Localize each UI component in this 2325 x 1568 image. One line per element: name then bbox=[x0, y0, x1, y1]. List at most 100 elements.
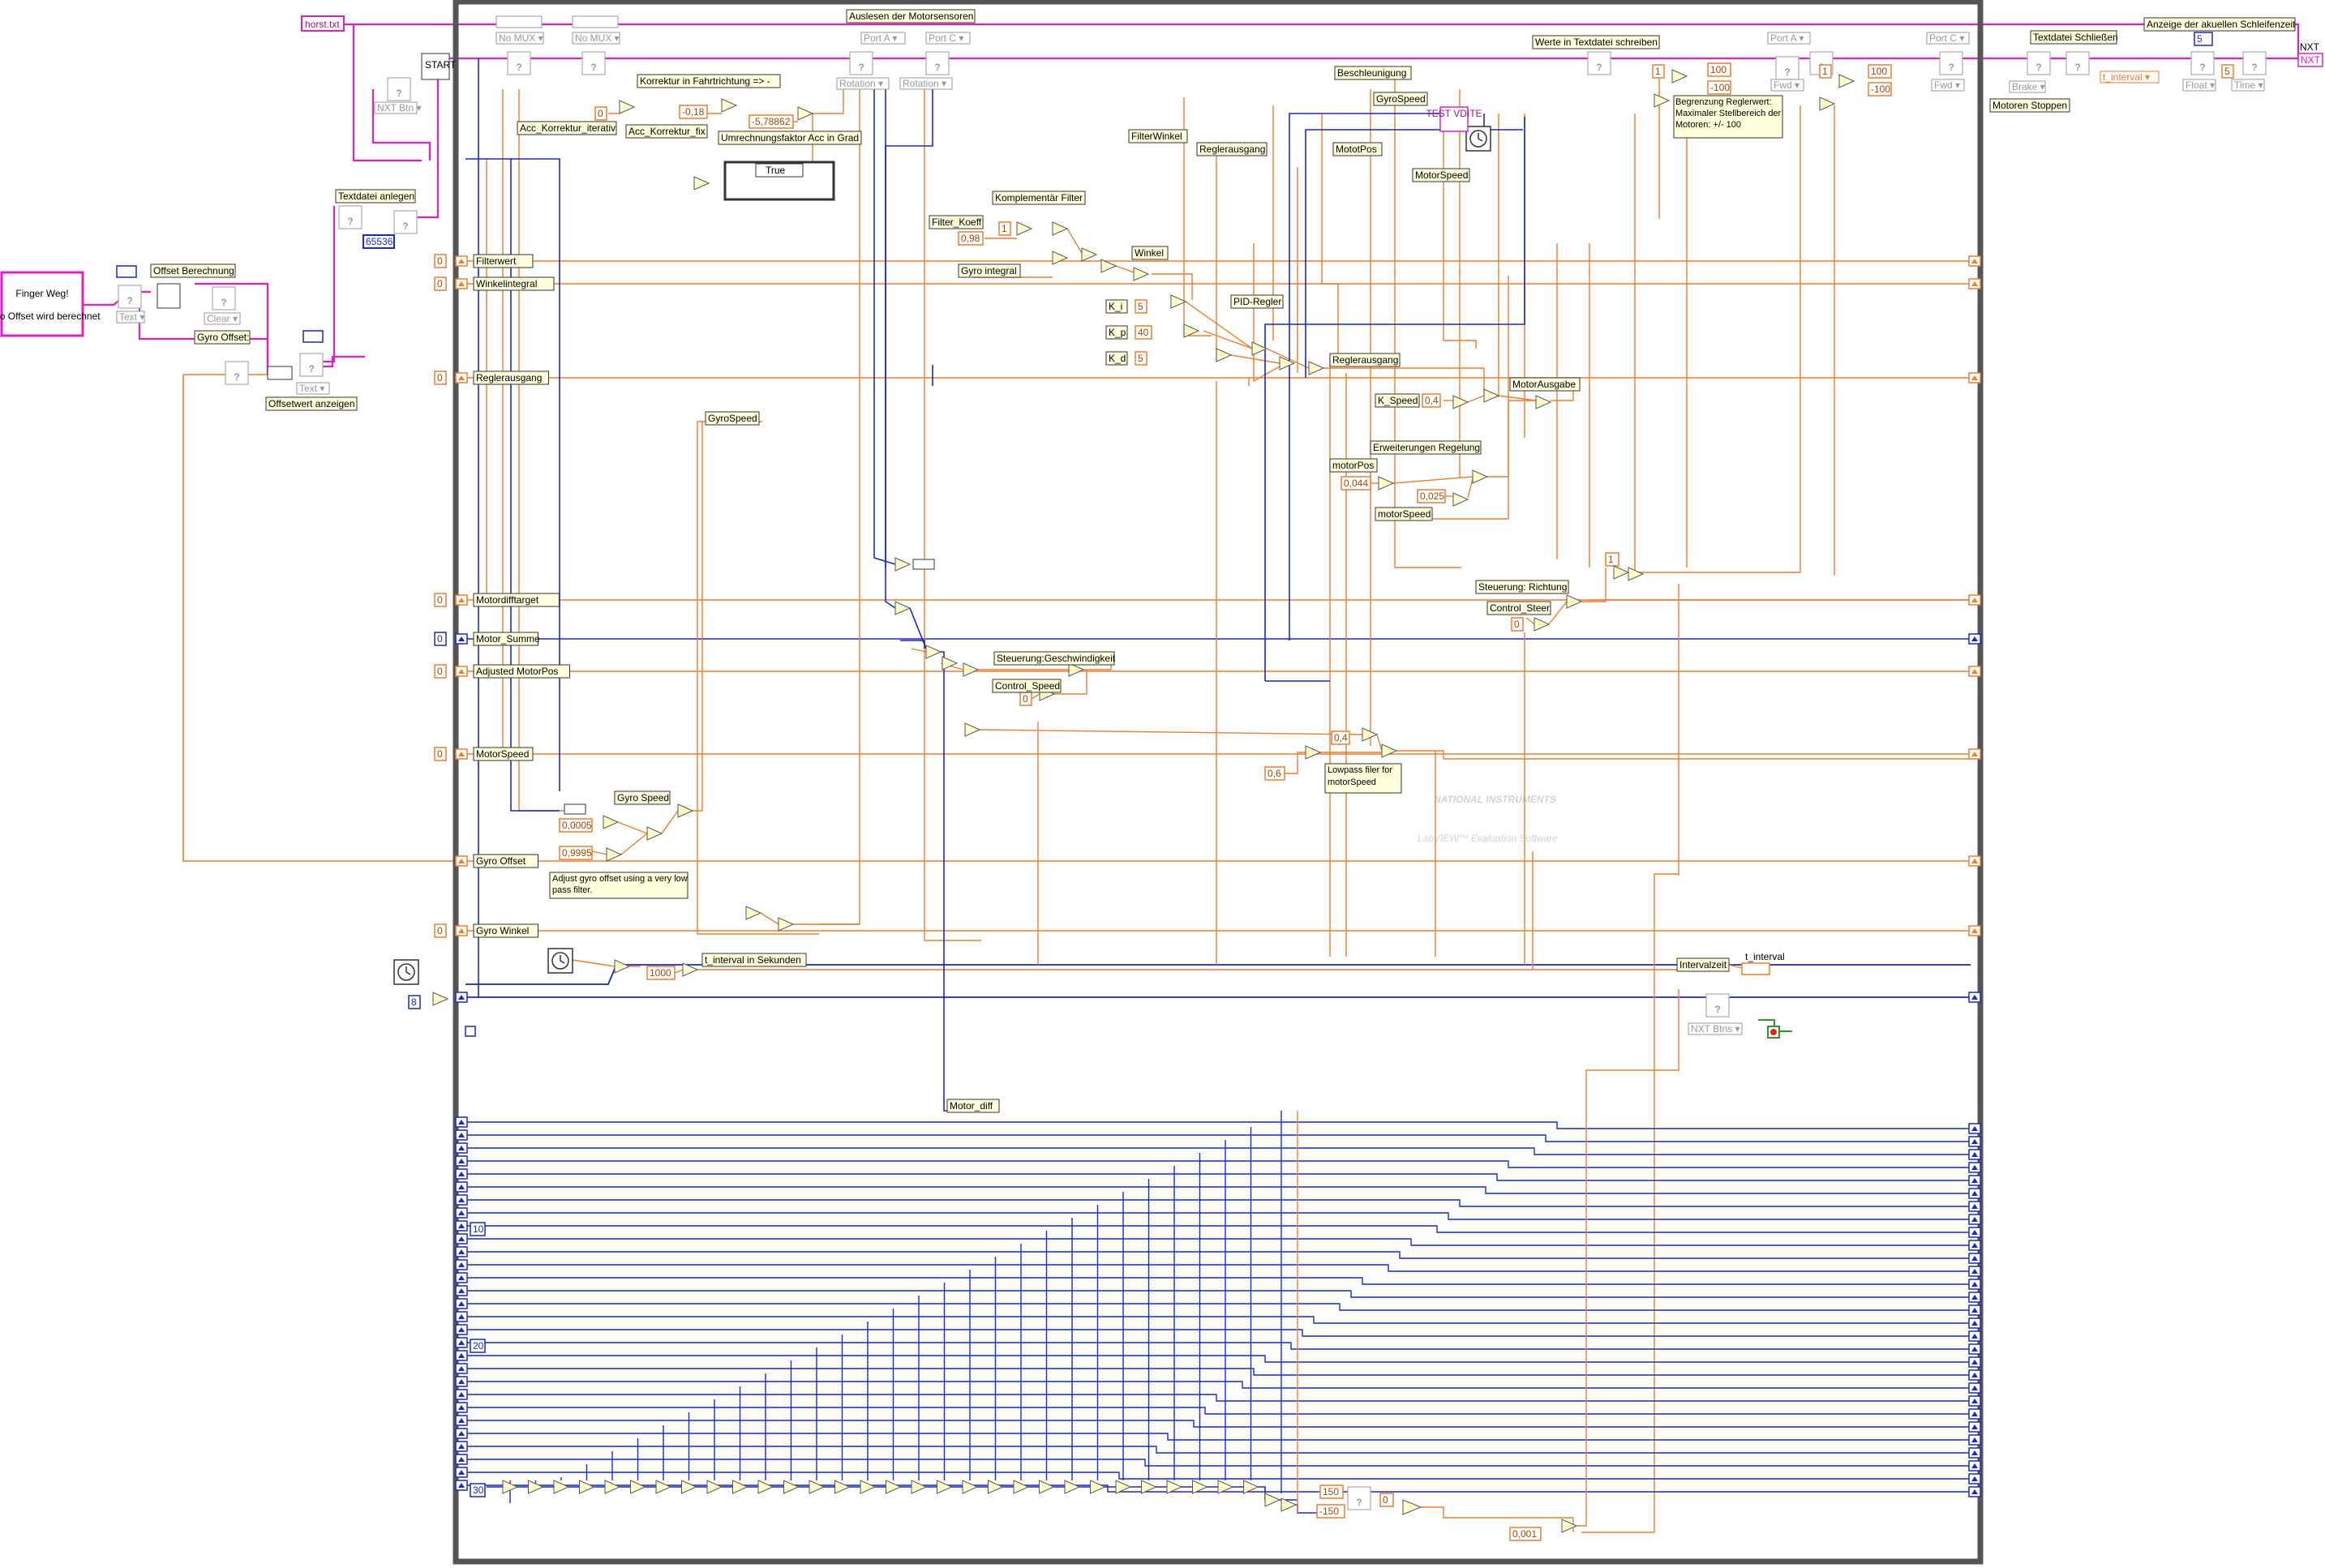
k-d-label bbox=[1105, 351, 1128, 366]
add-node bbox=[937, 1480, 953, 1494]
numeric-constant bbox=[116, 265, 137, 278]
wires bbox=[83, 23, 2300, 1533]
bus-wire bbox=[465, 1238, 1971, 1246]
shift-register-left-arrow bbox=[458, 928, 465, 933]
file-name-constant[interactable] bbox=[301, 15, 345, 32]
shift-register-left-arrow bbox=[458, 1133, 465, 1137]
shift-register-right-arrow bbox=[1971, 995, 1978, 1000]
orange-wire bbox=[1396, 750, 1971, 760]
top-labels: Auslesen der Motorsensoren Korrektur in … bbox=[517, 9, 2320, 182]
motorausgabe-label bbox=[1509, 377, 1581, 392]
nxt-btn-ring-label: NXT Btn ▾ bbox=[377, 102, 422, 114]
test-vdite-node[interactable] bbox=[1439, 106, 1469, 132]
orange-wire bbox=[1230, 354, 1280, 364]
umrechnung-label bbox=[718, 131, 862, 145]
constant-value: -0,18 bbox=[682, 106, 705, 118]
constant-value: -100 bbox=[1710, 82, 1730, 93]
blue-wire bbox=[885, 89, 933, 568]
winkel-label bbox=[1131, 246, 1169, 260]
svg-text:Offset Berechnung: Offset Berechnung bbox=[153, 265, 234, 276]
orange-wire bbox=[1376, 734, 1383, 752]
timer-icon-face bbox=[551, 952, 569, 970]
shift-register-left-arrow bbox=[458, 1483, 465, 1488]
multiply-node bbox=[1183, 323, 1200, 338]
add-node bbox=[1819, 96, 1836, 111]
bus-wire bbox=[465, 1264, 1971, 1272]
svg-text:Steuerung: Richtung: Steuerung: Richtung bbox=[1478, 581, 1567, 593]
shift-register-init bbox=[434, 923, 447, 938]
file-ref-wire bbox=[352, 24, 422, 162]
constant-65536[interactable] bbox=[362, 234, 395, 249]
orange-wire bbox=[693, 422, 703, 812]
constant bbox=[1422, 393, 1441, 408]
orange-wire bbox=[1548, 601, 1568, 625]
add-node bbox=[834, 1480, 851, 1494]
bus-wire bbox=[465, 1121, 1971, 1129]
komplementaer-label bbox=[992, 191, 1086, 205]
start-node[interactable] bbox=[421, 53, 450, 80]
clear-ring-label: Clear ▾ bbox=[207, 313, 238, 324]
shift-register-right-arrow bbox=[1971, 1386, 1978, 1390]
constant-value: 150 bbox=[1323, 1486, 1339, 1497]
missing-vi-icon bbox=[1347, 1486, 1371, 1510]
constant-value: 0,001 bbox=[1512, 1528, 1537, 1540]
nxt-constant bbox=[2297, 53, 2323, 67]
missing-vi-icon bbox=[1705, 993, 1730, 1017]
constant-value: 0,6 bbox=[1268, 768, 1281, 779]
constant-value: 0,4 bbox=[1425, 395, 1439, 406]
svg-text:Umrechnungsfaktor Acc in Grad: Umrechnungsfaktor Acc in Grad bbox=[721, 132, 859, 144]
svg-text:Textdatei Schließen: Textdatei Schließen bbox=[2033, 32, 2118, 43]
timer-icon-face bbox=[397, 963, 415, 981]
shift-register-left-arrow bbox=[458, 1457, 465, 1462]
add-node bbox=[809, 1480, 826, 1494]
watermark-brand: NATIONAL INSTRUMENTS bbox=[1434, 794, 1556, 805]
orange-wire bbox=[620, 833, 648, 855]
brake-ring-label: Brake ▾ bbox=[2012, 81, 2045, 92]
t-interval-indicator[interactable] bbox=[1741, 962, 1770, 975]
add-node bbox=[528, 1480, 544, 1494]
nxt-btns-ring-label: NXT Btns ▾ bbox=[1691, 1023, 1740, 1035]
orange-wire bbox=[1581, 873, 1679, 1533]
t-interval-ring bbox=[2100, 71, 2160, 84]
shift-register-right-arrow bbox=[1971, 1139, 1978, 1144]
fwd-ring-label: Fwd ▾ bbox=[1934, 79, 1960, 91]
shift-register-label bbox=[473, 854, 538, 868]
steuerung-richtung-label bbox=[1475, 580, 1569, 594]
add-node bbox=[681, 1480, 697, 1494]
multiply-node bbox=[603, 815, 620, 829]
add-node bbox=[1217, 1480, 1234, 1494]
shift-register-right-arrow bbox=[1971, 1217, 1978, 1222]
constant-value: -100 bbox=[1871, 84, 1890, 95]
bus-wire bbox=[465, 1355, 1971, 1363]
shift-register-label bbox=[473, 747, 534, 761]
constant-value: 0,025 bbox=[1420, 491, 1444, 502]
k-p-label bbox=[1105, 325, 1128, 340]
constant-value: 1 bbox=[1002, 223, 1007, 234]
case-selector[interactable] bbox=[755, 163, 804, 178]
bus-wire bbox=[465, 1394, 1971, 1402]
shift-register-right-arrow bbox=[1971, 1256, 1978, 1261]
multiply-node bbox=[1362, 727, 1379, 742]
middle-labels: Komplementär Filter Filter_Koeff Gyro in… bbox=[549, 161, 1785, 1113]
constant bbox=[1868, 82, 1892, 96]
shift-register-right-arrow bbox=[1971, 1282, 1978, 1287]
constant-value: 5 bbox=[1138, 353, 1143, 364]
add-node bbox=[988, 1480, 1004, 1494]
shift-register-right-arrow bbox=[1971, 1204, 1978, 1209]
timer-icon-hands bbox=[405, 966, 411, 975]
add-node bbox=[1081, 247, 1098, 262]
svg-text:Winkel: Winkel bbox=[1135, 247, 1164, 259]
shift-register-init-value: 0 bbox=[437, 278, 443, 289]
port-ring-label: Port A ▾ bbox=[864, 32, 897, 44]
filterwinkel-label bbox=[1128, 129, 1188, 144]
shift-register-left-arrow bbox=[458, 752, 465, 756]
timer-icon-face bbox=[1469, 130, 1487, 148]
add-node bbox=[1166, 1480, 1183, 1494]
orange-wire bbox=[979, 729, 1363, 735]
add-node bbox=[619, 100, 636, 114]
bus-wire bbox=[465, 1459, 1971, 1467]
missing-vi-icon bbox=[338, 205, 362, 229]
fwd-ring bbox=[1931, 79, 1965, 92]
constant-value: 10 bbox=[473, 1223, 484, 1235]
timer-icon-hands bbox=[1478, 133, 1483, 142]
